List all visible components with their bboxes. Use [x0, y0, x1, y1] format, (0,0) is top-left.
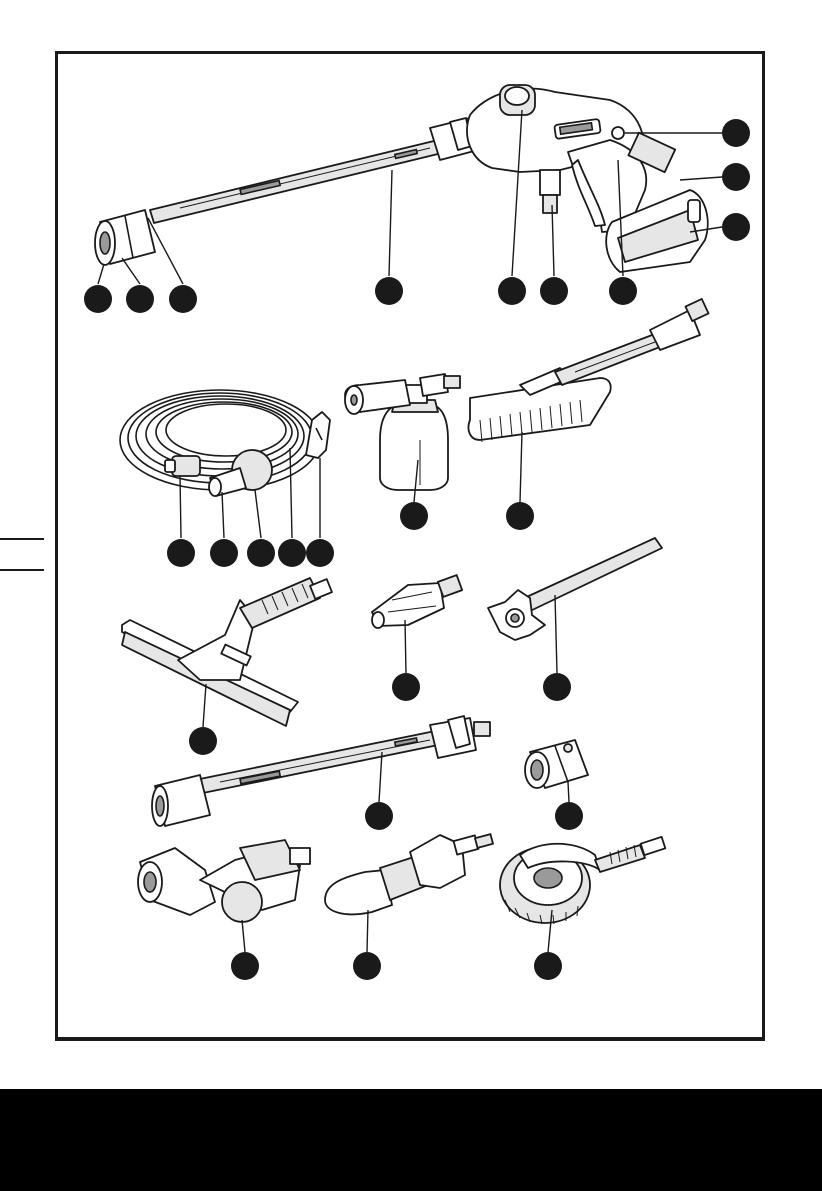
turbo-nozzle	[372, 575, 462, 628]
callout-marker-10	[609, 277, 637, 305]
callout-marker-7	[375, 277, 403, 305]
callout-marker-12	[210, 539, 238, 567]
callout-marker-9	[540, 277, 568, 305]
foam-bottle	[345, 374, 460, 490]
callout-marker-3	[722, 213, 750, 241]
angled-adapter	[138, 840, 310, 922]
rotating-brush	[500, 837, 665, 924]
callout-marker-17	[506, 502, 534, 530]
pressure-washer-gun	[95, 85, 708, 272]
callout-marker-19	[543, 673, 571, 701]
callout-marker-11	[167, 539, 195, 567]
callout-marker-6	[169, 285, 197, 313]
callout-marker-16	[400, 502, 428, 530]
cleaning-needle	[488, 538, 662, 640]
callout-marker-18	[392, 673, 420, 701]
hose-connector	[525, 740, 588, 788]
callout-marker-2	[722, 163, 750, 191]
callout-marker-13	[247, 539, 275, 567]
footer-band	[0, 1089, 822, 1191]
callout-marker-14	[278, 539, 306, 567]
wash-brush	[468, 299, 708, 442]
callout-marker-5	[126, 285, 154, 313]
callout-marker-8	[498, 277, 526, 305]
callout-marker-20	[189, 727, 217, 755]
garden-hose	[120, 390, 330, 496]
surface-nozzle	[325, 834, 493, 914]
callout-marker-23	[231, 952, 259, 980]
callout-marker-22	[555, 802, 583, 830]
callout-marker-15	[306, 539, 334, 567]
callout-marker-24	[353, 952, 381, 980]
window-squeegee	[122, 578, 332, 726]
callout-marker-21	[365, 802, 393, 830]
callout-marker-1	[722, 119, 750, 147]
callout-marker-25	[534, 952, 562, 980]
callout-marker-4	[84, 285, 112, 313]
